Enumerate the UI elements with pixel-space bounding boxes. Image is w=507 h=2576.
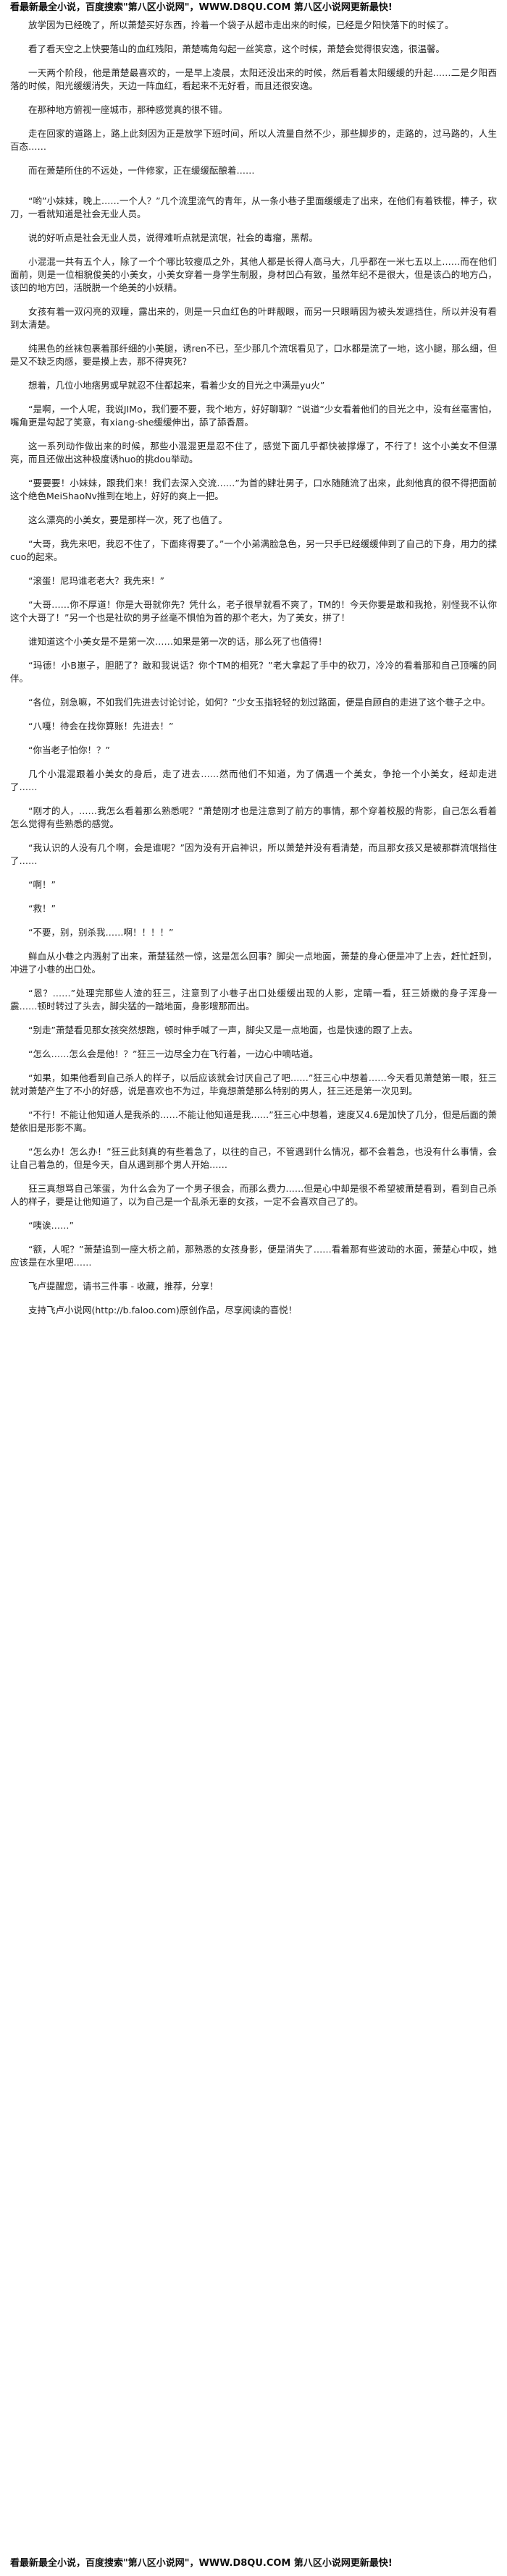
reader-reminder: 飞卢提醒您，请书三件事 - 收藏，推荐，分享！ bbox=[28, 1281, 219, 1292]
paragraph: 想着，几位小地痞男或早就忍不住都起来，看着少女的目光之中满是yu火” bbox=[28, 380, 325, 391]
site-banner-top: 看最新最全小说，百度搜索"第八区小说网"，WWW.D8QU.COM 第八区小说网… bbox=[10, 2, 393, 13]
paragraph: “怎么……怎么会是他！？”狂三一边尽全力在飞行着，一边心中嘀咕道。 bbox=[28, 1048, 319, 1059]
paragraph: “玛德！小B崽子，胆肥了？敢和我说话？你个TM的相死？”老大拿起了手中的砍刀，冷… bbox=[10, 660, 497, 684]
paragraph: “滚蛋！尼玛谁老老大？我先来！” bbox=[28, 575, 164, 586]
paragraph: “八嘎！待会在找你算账！先进去！” bbox=[28, 721, 174, 732]
paragraph: “如果，如果他看到自己杀人的样子，以后应该就会讨厌自己了吧……”狂三心中想着……… bbox=[10, 1072, 497, 1096]
paragraph: “不要，别，别杀我……啊！！！！” bbox=[28, 927, 174, 938]
paragraph: 在那种地方俯视一座城市，那种感觉真的很不错。 bbox=[28, 104, 228, 115]
paragraph: “啊！” bbox=[28, 879, 56, 890]
paragraph: “恩？……”处理完那些人渣的狂三，注意到了小巷子出口处缓缓出现的人影，定睛一看，… bbox=[10, 988, 497, 1012]
paragraph: “大哥……你不厚道！你是大哥就你先？凭什么，老子很早就看不爽了，TM的！今天你要… bbox=[10, 599, 497, 623]
paragraph: “你当老子怕你！？” bbox=[28, 745, 110, 755]
paragraph: 看了看天空之上快要落山的血红残阳，萧楚嘴角勾起一丝笑意，这个时候，萧楚会觉得很安… bbox=[28, 43, 445, 54]
paragraph: “是啊，一个人呢，我说JIMo，我们要不要，我个地方，好好聊聊？”说道“少女看着… bbox=[10, 404, 497, 428]
paragraph: “要要要！小妹妹，跟我们来！我们去深入交流……”为首的肄壮男子，口水随随流了出来… bbox=[10, 478, 497, 501]
paragraph: 一天两个阶段，他是萧楚最喜欢的，一是早上凌晨，太阳还没出来的时候，然后看着太阳缓… bbox=[10, 67, 497, 91]
chapter-body: 放学因为已经晚了，所以萧楚买好东西，拎着一个袋子从超市走出来的时候，已经是夕阳快… bbox=[10, 19, 497, 1317]
paragraph: “别走”萧楚看见那女孩突然想跑，顿时伸手喊了一声，脚尖又是一点地面，也是快速的跟… bbox=[28, 1025, 418, 1035]
paragraph: 而在萧楚所住的不远处，一件修家，正在缓缓酝酿着…… bbox=[28, 165, 255, 176]
paragraph: “哟”小妹妹，晚上……一个人？”几个流里流气的青年，从一条小巷子里面缓缓走了出来… bbox=[10, 195, 497, 219]
paragraph: “各位，别急嘛，不如我们先进去讨论讨论，如何？”少女玉指轻轻的划过路面，便是自顾… bbox=[28, 697, 490, 708]
paragraph: 说的好听点是社会无业人员，说得难听点就是流氓，社会的毒瘤，黑帮。 bbox=[28, 232, 319, 243]
paragraph: 放学因为已经晚了，所以萧楚买好东西，拎着一个袋子从超市走出来的时候，已经是夕阳快… bbox=[28, 20, 454, 30]
paragraph: 几个小混混跟着小美女的身后，走了进去……然而他们不知道，为了偶遇一个美女，争抢一… bbox=[10, 768, 497, 792]
site-banner-bottom: 看最新最全小说，百度搜索"第八区小说网"，WWW.D8QU.COM 第八区小说网… bbox=[10, 2558, 393, 2569]
paragraph: “救！” bbox=[28, 903, 56, 914]
paragraph: 狂三真想骂自己笨蛋，为什么会为了一个男子很会，而那么费力……但是心中却是很不希望… bbox=[10, 1183, 497, 1207]
support-notice: 支持飞卢小说网(http://b.faloo.com)原创作品，尽享阅读的喜悦！ bbox=[28, 1305, 298, 1315]
paragraph: 女孩有着一双闪亮的双瞳，露出来的，则是一只血红色的叶畔靓眼，而另一只眼睛因为被头… bbox=[10, 306, 497, 330]
paragraph: “我认识的人没有几个啊，会是谁呢？”因为没有开启神识，所以萧楚并没有看清楚，而且… bbox=[10, 842, 497, 866]
paragraph: 这一系列动作做出来的时候，那些小混混更是忍不住了，感觉下面几乎都快被撑爆了，不行… bbox=[10, 441, 497, 465]
paragraph: 谁知道这个小美女是不是第一次……如果是第一次的话，那么死了也值得！ bbox=[28, 636, 327, 647]
paragraph: 小混混一共有五个人，除了一个个哪比较瘦瓜之外，其他人都是长得人高马大，几乎都在一… bbox=[10, 256, 497, 293]
paragraph: 鲜血从小巷之内溅射了出来，萧楚猛然一惊，这是怎么回事？脚尖一点地面，萧楚的身心便… bbox=[10, 951, 497, 975]
paragraph: “大哥，我先来吧，我忍不住了，下面疼得要了。”一个小弟满脸急色，另一只手已经缓缓… bbox=[10, 538, 497, 562]
paragraph: “不行！不能让他知道人是我杀的……不能让他知道是我……”狂三心中想着，速度又4.… bbox=[10, 1109, 497, 1133]
paragraph: “额，人呢？”萧楚追到一座大桥之前，那熟悉的女孩身影，便是消失了……看着那有些波… bbox=[10, 1244, 497, 1268]
paragraph: “怎么办！怎么办！”狂三此刻真的有些着急了，以往的自己，不管遇到什么情况，都不会… bbox=[10, 1146, 497, 1170]
paragraph: “咦诶……” bbox=[28, 1220, 74, 1231]
paragraph: “刚才的人，……我怎么看着那么熟悉呢？”萧楚刚才也是注意到了前方的事情，那个穿着… bbox=[10, 805, 497, 829]
paragraph: 这么漂亮的小美女，要是那样一次，死了也值了。 bbox=[28, 514, 228, 525]
paragraph: 走在回家的道路上，路上此刻因为正是放学下班时间，所以人流量自然不少，那些脚步的，… bbox=[10, 128, 497, 152]
paragraph: 纯黑色的丝袜包裹着那纤细的小美腿，诱ren不已，至少那几个流氓看见了，口水都是流… bbox=[10, 343, 497, 367]
